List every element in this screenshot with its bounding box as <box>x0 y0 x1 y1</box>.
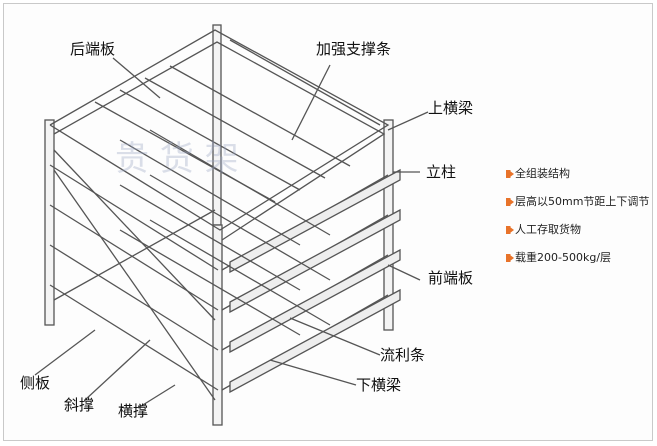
callout-labels: 后端板 加强支撑条 上横梁 立柱 前端板 流利条 下横梁 侧板 斜撑 横撑 <box>20 40 473 420</box>
feature-text: 全组装结构 <box>515 167 570 180</box>
rack-structure <box>34 24 429 426</box>
feature-item: 全组装结构 <box>506 166 649 194</box>
label-reinforcing-brace: 加强支撑条 <box>316 40 391 58</box>
feature-item: 层高以50mm节距上下调节 <box>506 194 649 222</box>
label-flow-strip: 流利条 <box>380 346 425 364</box>
orange-arrow-icon <box>506 254 514 262</box>
feature-list: 全组装结构 层高以50mm节距上下调节 人工存取货物 载重200-500kg/层 <box>506 166 649 278</box>
feature-item: 载重200-500kg/层 <box>506 250 649 278</box>
label-lower-beam: 下横梁 <box>356 376 401 394</box>
diagram-frame <box>3 3 653 441</box>
orange-arrow-icon <box>506 226 514 234</box>
orange-arrow-icon <box>506 170 514 178</box>
label-side-plate: 侧板 <box>20 374 50 392</box>
label-horizontal-brace: 横撑 <box>118 402 148 420</box>
label-upper-beam: 上横梁 <box>428 99 473 117</box>
orange-arrow-icon <box>506 198 514 206</box>
feature-text: 载重200-500kg/层 <box>515 251 612 264</box>
feature-text: 人工存取货物 <box>515 223 581 236</box>
watermark-text: 贵 货 架 <box>115 139 239 179</box>
label-rear-end-plate: 后端板 <box>70 40 115 58</box>
feature-text: 层高以50mm节距上下调节 <box>515 195 650 208</box>
label-diagonal-brace: 斜撑 <box>64 396 94 414</box>
label-column: 立柱 <box>426 163 456 181</box>
label-front-end-plate: 前端板 <box>428 269 473 287</box>
feature-item: 人工存取货物 <box>506 222 649 250</box>
